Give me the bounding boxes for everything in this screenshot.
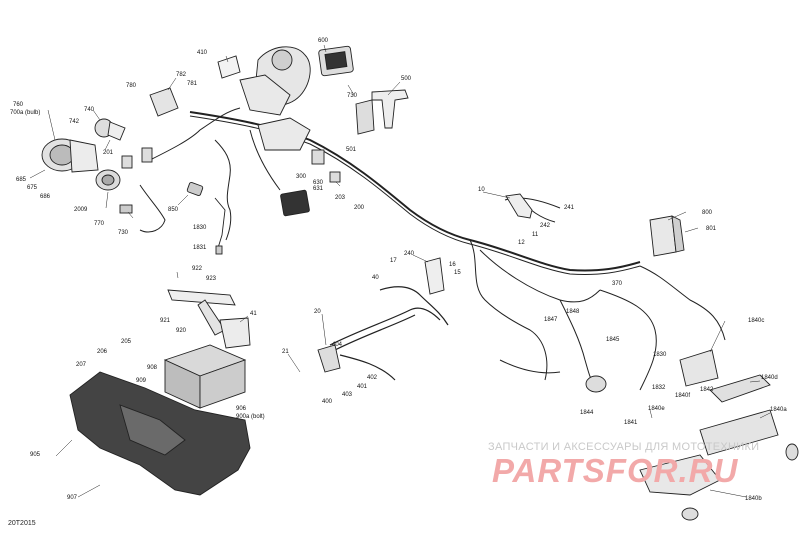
callout-20: 20 bbox=[314, 309, 321, 315]
callout-40: 40 bbox=[372, 275, 379, 281]
callout-760: 760 bbox=[13, 102, 24, 108]
watermark-logo: PARTSFOR.RU bbox=[492, 452, 739, 489]
callout-801: 801 bbox=[706, 226, 717, 232]
callout-909: 909 bbox=[136, 378, 147, 384]
callout-370: 370 bbox=[612, 281, 623, 287]
part-920-bracket bbox=[167, 289, 236, 306]
callout-740: 740 bbox=[84, 107, 95, 113]
callout-770: 770 bbox=[94, 221, 105, 227]
callout-241: 241 bbox=[564, 205, 575, 211]
part-800-module bbox=[649, 215, 677, 257]
callout-782: 782 bbox=[176, 72, 187, 78]
callout-700a: 700a (bulb) bbox=[10, 110, 40, 116]
callout-781: 781 bbox=[187, 81, 198, 87]
callout-1832: 1832 bbox=[652, 385, 666, 391]
callout-300: 300 bbox=[296, 174, 307, 180]
callout-labels: 410 600 782 781 780 500 730 760 700a (bu… bbox=[10, 38, 787, 502]
callout-205: 205 bbox=[121, 339, 132, 345]
callout-400: 400 bbox=[322, 399, 333, 405]
callout-402: 402 bbox=[367, 375, 378, 381]
part-500-bracket bbox=[371, 89, 409, 129]
callout-630: 630 bbox=[313, 180, 324, 186]
leader-lines bbox=[29, 44, 771, 498]
callout-850: 850 bbox=[168, 207, 179, 213]
callout-206: 206 bbox=[97, 349, 108, 355]
part-300-module bbox=[280, 189, 310, 217]
callout-908: 908 bbox=[147, 365, 158, 371]
callout-207: 207 bbox=[76, 362, 87, 368]
callout-900a: 900a (bolt) bbox=[236, 414, 265, 420]
callout-907: 907 bbox=[67, 495, 78, 501]
callout-1831: 1831 bbox=[193, 245, 207, 251]
callout-1830-right: 1830 bbox=[653, 352, 667, 358]
callout-686: 686 bbox=[40, 194, 51, 200]
callout-906: 906 bbox=[236, 406, 247, 412]
callout-11: 11 bbox=[532, 232, 539, 238]
callout-800: 800 bbox=[702, 210, 713, 216]
watermark-text: ЗАПЧАСТИ И АКСЕССУАРЫ ДЛЯ МОТОТЕХНИКИ bbox=[488, 441, 760, 453]
callout-200: 200 bbox=[354, 205, 365, 211]
callout-780: 780 bbox=[126, 83, 137, 89]
callout-1840e: 1840e bbox=[648, 406, 665, 412]
callout-501: 501 bbox=[346, 147, 357, 153]
callout-17: 17 bbox=[390, 258, 397, 264]
components bbox=[41, 45, 799, 521]
callout-1840c: 1840c bbox=[748, 318, 764, 324]
callout-201: 201 bbox=[103, 150, 114, 156]
callout-404: 404 bbox=[332, 342, 343, 348]
callout-923: 923 bbox=[206, 276, 217, 282]
callout-730-top: 730 bbox=[347, 93, 358, 99]
diagram-code: 20T2015 bbox=[8, 520, 36, 527]
part-1840c-relay bbox=[679, 349, 719, 387]
callout-742: 742 bbox=[69, 119, 80, 125]
callout-15: 15 bbox=[454, 270, 461, 276]
callout-242: 242 bbox=[540, 223, 551, 229]
callout-600: 600 bbox=[318, 38, 329, 44]
callout-921: 921 bbox=[160, 318, 171, 324]
callout-1840b: 1840b bbox=[745, 496, 762, 502]
callout-2009: 2009 bbox=[74, 207, 88, 213]
callout-41: 41 bbox=[250, 311, 257, 317]
callout-1844: 1844 bbox=[580, 410, 594, 416]
callout-500: 500 bbox=[401, 76, 412, 82]
part-1840a-plate-bracket bbox=[699, 409, 779, 456]
callout-401: 401 bbox=[357, 384, 368, 390]
callout-410: 410 bbox=[197, 50, 208, 56]
callout-1848: 1848 bbox=[566, 309, 580, 315]
callout-203: 203 bbox=[335, 195, 346, 201]
part-906-battery bbox=[163, 344, 247, 409]
callout-920: 920 bbox=[176, 328, 187, 334]
callout-631: 631 bbox=[313, 186, 324, 192]
callout-1847: 1847 bbox=[544, 317, 558, 323]
part-10-bracket bbox=[505, 193, 533, 219]
callout-1840d: 1840d bbox=[761, 375, 778, 381]
sub-harness-center bbox=[329, 286, 449, 381]
callout-922: 922 bbox=[192, 266, 203, 272]
callout-905: 905 bbox=[30, 452, 41, 458]
callout-403: 403 bbox=[342, 392, 353, 398]
callout-1840f: 1840f bbox=[675, 393, 690, 399]
part-410-cover bbox=[217, 55, 241, 79]
callout-16: 16 bbox=[449, 262, 456, 268]
callout-1845: 1845 bbox=[606, 337, 620, 343]
callout-1840a: 1840a bbox=[770, 407, 787, 413]
callout-1841: 1841 bbox=[624, 420, 638, 426]
part-850-switch bbox=[186, 182, 204, 196]
callout-12: 12 bbox=[518, 240, 525, 246]
callout-240: 240 bbox=[404, 251, 415, 257]
callout-1842: 1842 bbox=[700, 387, 714, 393]
part-780-bracket bbox=[149, 87, 179, 117]
callout-1830-left: 1830 bbox=[193, 225, 207, 231]
callout-675: 675 bbox=[27, 185, 38, 191]
callout-730-left: 730 bbox=[118, 230, 129, 236]
callout-21: 21 bbox=[282, 349, 289, 355]
callout-10: 10 bbox=[478, 187, 485, 193]
callout-685: 685 bbox=[16, 177, 27, 183]
